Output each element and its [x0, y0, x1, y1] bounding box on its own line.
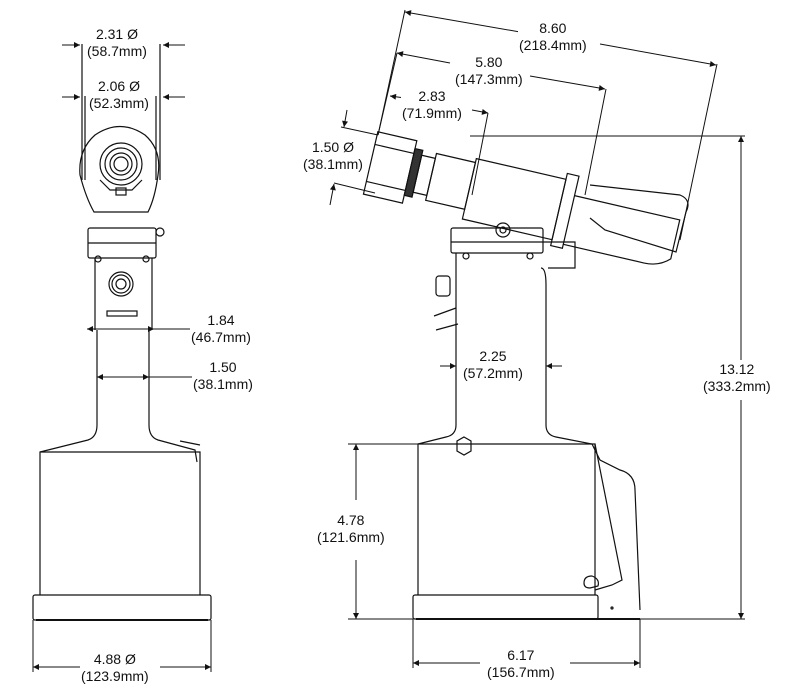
- head-body: [79, 125, 160, 213]
- dim-mm: (156.7mm): [487, 664, 555, 680]
- dim-mm: (38.1mm): [303, 156, 363, 172]
- dim-inch: 1.84: [207, 312, 235, 328]
- dim-front-inner-dia: 2.06 Ø (52.3mm): [88, 78, 150, 112]
- dim-front-block-width: 1.84 (46.7mm): [190, 312, 252, 346]
- dim-mm: (147.3mm): [455, 71, 523, 87]
- dim-mm: (218.4mm): [519, 37, 587, 53]
- dim-mm: (123.9mm): [81, 668, 149, 684]
- dim-inch: 1.50: [209, 359, 237, 375]
- dim-mm: (57.2mm): [463, 365, 523, 381]
- dim-side-overall-length: 8.60 (218.4mm): [518, 20, 588, 54]
- grip-front: [94, 258, 153, 330]
- dim-mm: (46.7mm): [191, 329, 251, 345]
- base: [32, 594, 212, 621]
- dim-inch: 2.06 Ø: [97, 78, 140, 94]
- trigger-icon: [435, 275, 451, 297]
- side-mount-block: [450, 227, 544, 254]
- base-housing: [418, 443, 596, 595]
- dim-front-outer-dia: 2.31 Ø (58.7mm): [86, 26, 148, 60]
- dim-front-base-dia: 4.88 Ø (123.9mm): [80, 651, 150, 685]
- dim-mm: (52.3mm): [89, 95, 149, 111]
- side-knob: [155, 227, 165, 237]
- dim-inch: 5.80: [475, 54, 503, 70]
- dim-side-grip-width: 2.25 (57.2mm): [462, 348, 524, 382]
- head-outline: [81, 44, 161, 180]
- dim-mm: (71.9mm): [402, 105, 462, 121]
- dim-inch: 4.88 Ø: [93, 651, 136, 667]
- dim-inch: 8.60: [539, 20, 567, 36]
- dim-inch: 6.17: [507, 647, 535, 663]
- dim-mm: (58.7mm): [87, 43, 147, 59]
- dim-inch: 2.25: [479, 348, 507, 364]
- body-left: [417, 253, 457, 595]
- nose-nut: [362, 131, 418, 204]
- front-view: [32, 44, 212, 621]
- hex-plug: [456, 436, 472, 456]
- dim-side-nose-length: 2.83 (71.9mm): [401, 88, 463, 122]
- dim-side-base-width: 6.17 (156.7mm): [486, 647, 556, 681]
- dim-front-grip-width: 1.50 (38.1mm): [192, 359, 254, 393]
- dim-side-base-height: 4.78 (121.6mm): [316, 512, 386, 546]
- dim-inch: 13.12: [719, 361, 755, 377]
- dim-inch: 1.50 Ø: [311, 139, 354, 155]
- dim-side-nose-dia: 1.50 Ø (38.1mm): [302, 139, 364, 173]
- dim-side-mid-length: 5.80 (147.3mm): [454, 54, 524, 88]
- dim-inch: 2.83: [418, 88, 446, 104]
- dim-mm: (121.6mm): [317, 529, 385, 545]
- dimension-lines: [32, 9, 745, 672]
- port-icon: [108, 271, 134, 297]
- side-view: [362, 131, 689, 620]
- dim-inch: 4.78: [337, 512, 365, 528]
- dim-side-overall-height: 13.12 (333.2mm): [702, 361, 772, 395]
- valve-icon: [495, 222, 511, 238]
- dim-mm: (333.2mm): [703, 378, 771, 394]
- dim-inch: 2.31 Ø: [95, 26, 138, 42]
- dim-mm: (38.1mm): [193, 376, 253, 392]
